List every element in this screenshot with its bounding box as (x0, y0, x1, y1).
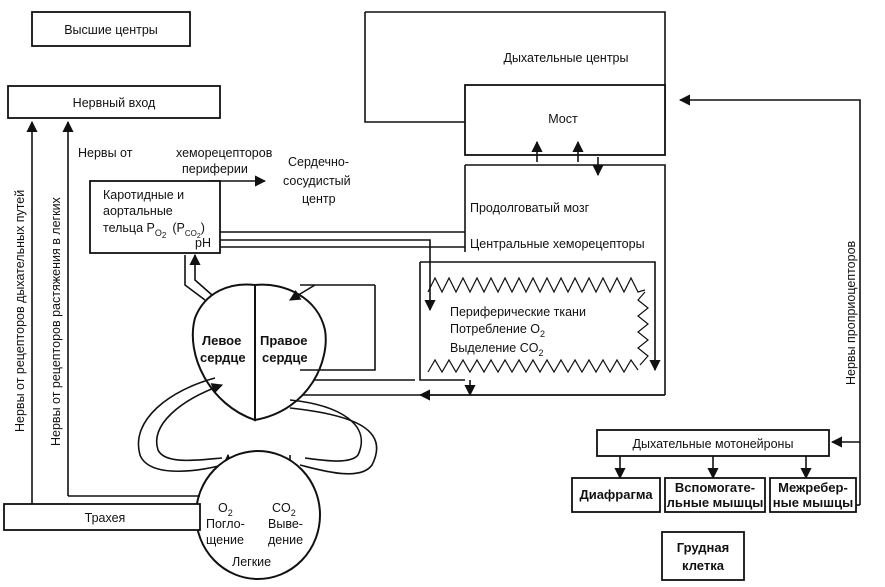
peripheral-tissues-region: Периферические ткани Потребление O2 Выде… (419, 261, 661, 381)
nerve-input-box: Нервный вход (7, 85, 221, 119)
chest-label-2: клетка (682, 558, 725, 573)
carotid-label-3: тельца P (103, 221, 155, 235)
chest-box: Грудная клетка (661, 531, 745, 581)
cardio-label-2: сосудистый (283, 174, 351, 188)
intercostal-label-2: ные мышцы (773, 495, 853, 510)
pons-box: Мост (464, 84, 666, 156)
lungs-co2-num: 2 (291, 508, 296, 518)
lungs-release-1: Выве- (268, 517, 303, 531)
svg-text:O2: O2 (218, 501, 233, 518)
lungs: O2 Погло- щение CO2 Выве- дение Легкие (195, 450, 321, 580)
accessory-label-1: Вспомогате- (675, 480, 755, 495)
svg-text:тельца PO2(PCO2): тельца PO2(PCO2) (103, 221, 205, 240)
medulla-label: Продолговатый мозг (470, 201, 590, 215)
resp-motoneurons-label: Дыхательные мотонейроны (633, 437, 794, 451)
intercostal-label-1: Межребер- (778, 480, 848, 495)
carotid-pco2-sub: CO (185, 229, 197, 238)
co2-release-num: 2 (538, 348, 543, 358)
heart: Левое сердце Правое сердце (191, 283, 327, 422)
co2-release-label: Выделение CO (450, 341, 539, 355)
trachea-box: Трахея (3, 503, 201, 531)
diaphragm-label: Диафрагма (579, 487, 653, 502)
lungs-o2-num: 2 (228, 508, 233, 518)
heart-aorta-line (184, 255, 206, 301)
carotid-pco2: (P (172, 221, 185, 235)
pons-label: Мост (548, 112, 578, 126)
pulmonary-vein-outer (137, 377, 223, 472)
vena-cava-upper (300, 285, 376, 371)
carotid-pco2-close: ) (201, 221, 205, 235)
lungs-release-2: дение (268, 533, 303, 547)
pulmonary-vein-inner (155, 383, 224, 462)
right-heart-label-1: Правое (260, 333, 308, 348)
lungs-co2: CO (272, 501, 291, 515)
carotid-pco2-num: 2 (197, 233, 201, 240)
accessory-label-2: льные мышцы (667, 495, 764, 510)
diaphragm-box: Диафрагма (571, 477, 661, 513)
airway-nerves-label: Нервы от рецепторов дыхательных путей (13, 190, 27, 432)
carotid-label-2: аортальные (103, 204, 173, 218)
accessory-box: Вспомогате- льные мышцы (664, 477, 766, 513)
resp-motoneurons-box: Дыхательные мотонейроны (596, 429, 830, 457)
respiratory-centers-frame: Дыхательные центры (364, 11, 666, 123)
peripheral-tissue-label: Периферические ткани (450, 305, 586, 319)
lungs-uptake-1: Погло- (206, 517, 245, 531)
carotid-ph: pH (195, 236, 211, 250)
svg-text:Выделение CO2: Выделение CO2 (450, 341, 543, 358)
lungs-uptake-2: щение (206, 533, 244, 547)
carotid-bodies-box: Каротидные и аортальные тельца PO2(PCO2)… (89, 180, 221, 254)
left-heart-label-1: Левое (202, 333, 241, 348)
o2-consumption-num: 2 (540, 329, 545, 339)
o2-consumption-label: Потребление O (450, 322, 540, 336)
central-chemo-label: Центральные хеморецепторы (470, 237, 645, 251)
nerves-from-label: Нервы от (78, 146, 133, 160)
chemo-periphery-label-1: хеморецепторов (176, 146, 273, 160)
chemo-periphery-label-2: периферии (182, 162, 248, 176)
svg-text:CO2: CO2 (272, 501, 296, 518)
higher-centers-box: Высшие центры (31, 11, 191, 47)
higher-centers-label: Высшие центры (64, 23, 158, 37)
carotid-po2-num: 2 (162, 231, 167, 240)
pulmonary-artery-inner (289, 399, 363, 462)
intercostal-box: Межребер- ные мышцы (769, 477, 857, 513)
carotid-po2-sub: O (155, 228, 162, 238)
trachea-label: Трахея (85, 511, 126, 525)
lungs-o2: O (218, 501, 228, 515)
lungs-label: Легкие (232, 555, 271, 569)
cardio-label-3: центр (302, 192, 336, 206)
proprio-nerve-line (678, 94, 861, 505)
medulla-frame: Продолговатый мозг Центральные хеморецеп… (464, 164, 666, 395)
pulmonary-artery-outer (289, 407, 378, 475)
chest-label-1: Грудная (677, 540, 729, 555)
respiratory-centers-label: Дыхательные центры (503, 51, 628, 65)
stretch-nerves-label: Нервы от рецепторов растяжения в легких (49, 196, 63, 446)
carotid-label-1: Каротидные и (103, 188, 184, 202)
svg-text:Потребление O2: Потребление O2 (450, 322, 545, 339)
proprio-nerves-label: Нервы проприоцепторов (844, 240, 858, 385)
right-heart-in-arrow (289, 284, 316, 301)
nerve-input-label: Нервный вход (73, 96, 156, 110)
right-heart-label-2: сердце (262, 350, 308, 365)
heart-aorta-arrow (189, 253, 213, 296)
cardio-label-1: Сердечно- (288, 155, 349, 169)
left-heart-label-2: сердце (200, 350, 246, 365)
